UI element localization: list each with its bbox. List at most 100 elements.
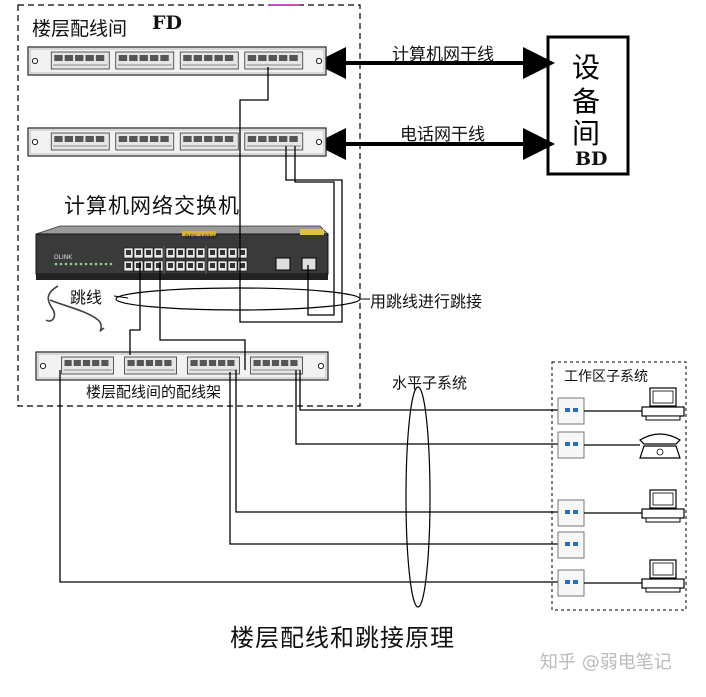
status-led [64,262,68,266]
switch-badge [300,229,324,235]
outlet-jack [573,442,578,446]
cross-connect-label: 用跳线进行跳接 [370,292,483,311]
patch-cables [59,67,558,583]
watermark: 知乎 @弱电笔记 [540,652,672,673]
wall-outlet [557,431,585,459]
switch-port [237,247,248,259]
wall-outlet [557,569,585,597]
switch-port [175,247,186,259]
status-led [84,262,88,266]
cable-4 [159,262,246,370]
phone-backbone-label: 电话网干线 [400,125,485,145]
switch-port [133,247,144,259]
cross-connect-ellipse [115,287,361,311]
outlet-jack [573,510,578,514]
bd-char-2: 备 [572,85,601,118]
switch-port [185,260,196,272]
switch-model-plate [182,231,216,236]
computer-patch-panel [27,46,327,76]
cable-7 [235,370,558,513]
fd-boundary [17,4,361,407]
patch-module [250,356,303,375]
status-led [74,262,78,266]
console-port [301,257,317,271]
patch-module [244,51,304,70]
switch-port [207,260,218,272]
patch-module [50,132,110,151]
patch-module [179,132,239,151]
outlet-jack [565,580,570,584]
patch-module [187,356,240,375]
switch-port [165,260,176,272]
horizontal-ellipse [405,386,431,608]
switch-port [217,247,228,259]
switch-port [133,260,144,272]
status-led [94,262,98,266]
patch-cord-leader [113,295,129,299]
telephone-icon [639,433,681,459]
switch-model: DES-1024R [185,234,219,241]
cable-5 [299,370,558,411]
diagram-caption: 楼层配线和跳接原理 [230,624,455,652]
horizontal-subsystem-label: 水平子系统 [392,374,468,392]
rack-patch-panel [35,351,329,381]
switch-port [227,247,238,259]
switch-port [217,260,228,272]
status-led [54,262,58,266]
bd-box [546,35,630,176]
computer-icon [641,387,685,421]
computer-backbone-label: 计算机网干线 [392,45,494,65]
switch-port [143,247,154,259]
patch-module [124,356,177,375]
switch-port [175,260,186,272]
status-led [69,262,73,266]
patch-module [50,51,110,70]
switch-port [123,260,134,272]
work-area-label: 工作区子系统 [564,369,648,385]
switch-port [227,260,238,272]
switch-port [195,247,206,259]
outlet-jack [565,442,570,446]
outlet-jack [573,408,578,412]
bd-char-3: 间 [572,117,601,150]
status-led [79,262,83,266]
patch-module [115,132,175,151]
status-led [59,262,63,266]
work-area-boundary [551,361,687,611]
cable-9 [59,370,558,583]
patch-module [115,51,175,70]
loose-patch-cord [45,285,105,332]
uplink-port [275,257,291,271]
switch-port [165,247,176,259]
cable-6 [295,370,558,445]
patch-module [244,132,304,151]
phone-patch-panel [27,127,327,157]
rack-label: 楼层配线间的配线架 [86,383,222,401]
bd-code: BD [575,148,608,170]
switch-port [237,260,248,272]
switch-brand: DLINK [54,254,73,261]
status-led [89,262,93,266]
switch-port [185,247,196,259]
fd-code: FD [152,12,182,34]
outlet-jack [565,510,570,514]
bd-char-1: 设 [572,51,601,84]
switch-port [153,247,164,259]
fd-title: 楼层配线间 [32,18,128,40]
outlet-jack [565,542,570,546]
switch-port [207,247,218,259]
cable-1 [239,67,343,323]
status-led [104,262,108,266]
outlet-jack [565,408,570,412]
switch-label: 计算机网络交换机 [64,194,240,218]
status-led [99,262,103,266]
switch-port [123,247,134,259]
switch-port [143,260,154,272]
switch-port [153,260,164,272]
status-led [109,262,113,266]
cable-3 [129,262,141,355]
patch-cord-label: 跳线 [70,288,103,307]
computer-icon [641,489,685,523]
